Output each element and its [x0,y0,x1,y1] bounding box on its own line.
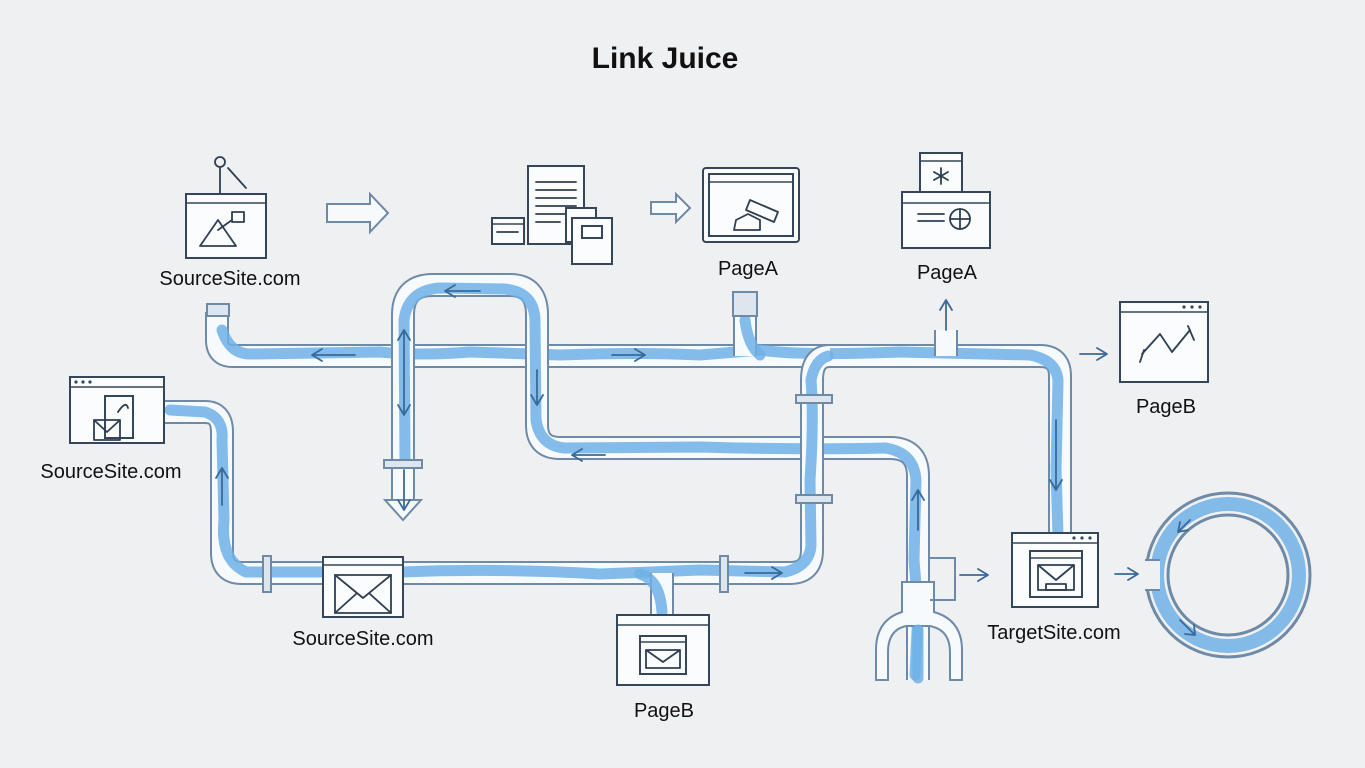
label-page-b-right: PageB [1135,396,1197,418]
pen-edit-icon [702,167,800,243]
documents-icon [491,165,613,265]
label-page-a-1: PageA [717,258,779,280]
label-source-bottom: SourceSite.com [292,628,434,650]
flow-arrows [215,191,1196,636]
envelope-window-icon [616,614,710,686]
diagram-title: Link Juice [591,42,739,75]
label-page-b-bottom: PageB [633,700,695,722]
chart-window-icon [1119,301,1209,383]
label-source-left: SourceSite.com [40,461,182,483]
label-target: TargetSite.com [987,622,1121,644]
target-window-icon [1011,532,1099,608]
settings-window-icon [901,152,991,249]
pen-tool-icon [185,156,267,259]
envelope-icon [322,556,404,618]
label-source-top: SourceSite.com [159,268,301,290]
mail-window-icon [69,376,165,444]
label-page-a-2: PageA [916,262,978,284]
